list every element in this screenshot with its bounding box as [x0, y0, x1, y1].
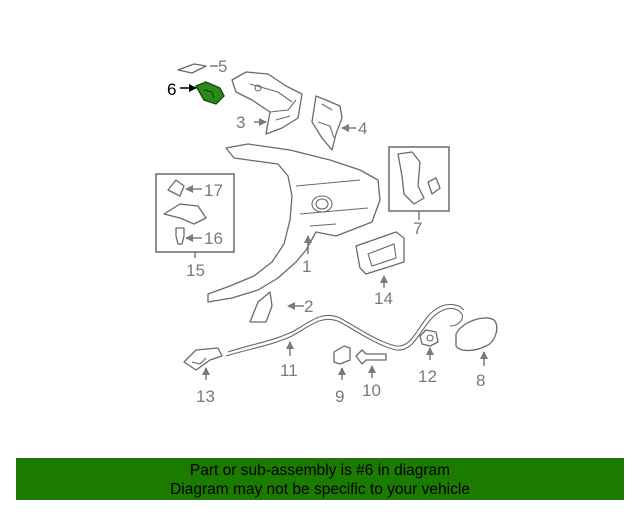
part-13-lever: 13	[183, 347, 223, 406]
part-14-housing: 14	[355, 231, 405, 308]
part-4-bracket: 4	[311, 95, 367, 151]
callout-4: 4	[358, 119, 367, 138]
group-15-box: 17 16 15	[155, 173, 235, 280]
part-6-shape	[194, 81, 225, 105]
part-12-actuator: 12	[418, 329, 439, 386]
callout-5: 5	[218, 57, 227, 76]
callout-14: 14	[374, 289, 393, 308]
parts-diagram: 5 6 3 4 1 2	[155, 57, 498, 406]
part-1-quarter-panel: 1	[207, 143, 381, 303]
callout-17: 17	[204, 181, 223, 200]
callout-16: 16	[204, 229, 223, 248]
callout-1: 1	[302, 257, 311, 276]
part-2-extension: 2	[249, 291, 313, 323]
banner-line-1: Part or sub-assembly is #6 in diagram	[189, 462, 451, 479]
callout-8: 8	[476, 371, 485, 390]
part-11-cable: 11	[225, 303, 465, 380]
callout-11: 11	[280, 361, 298, 380]
callout-7: 7	[413, 219, 422, 238]
banner-line-2: Diagram may not be specific to your vehi…	[170, 481, 470, 498]
part-10-pin: 10	[355, 349, 387, 400]
callout-15: 15	[186, 261, 205, 280]
callout-3: 3	[236, 113, 245, 132]
part-8-fuel-door: 8	[455, 317, 498, 390]
part-6-highlighted: 6	[167, 80, 225, 105]
group-7-box: 7	[388, 146, 450, 238]
callout-13: 13	[196, 387, 215, 406]
part-3-inner-panel: 3	[231, 71, 303, 135]
callout-6: 6	[167, 80, 176, 99]
callout-10: 10	[362, 381, 381, 400]
callout-12: 12	[418, 367, 437, 386]
part-5-clip: 5	[177, 57, 227, 76]
callout-9: 9	[335, 387, 344, 406]
callout-2: 2	[304, 297, 313, 316]
part-9-bracket: 9	[333, 345, 351, 406]
info-banner: Part or sub-assembly is #6 in diagram Di…	[16, 458, 624, 500]
